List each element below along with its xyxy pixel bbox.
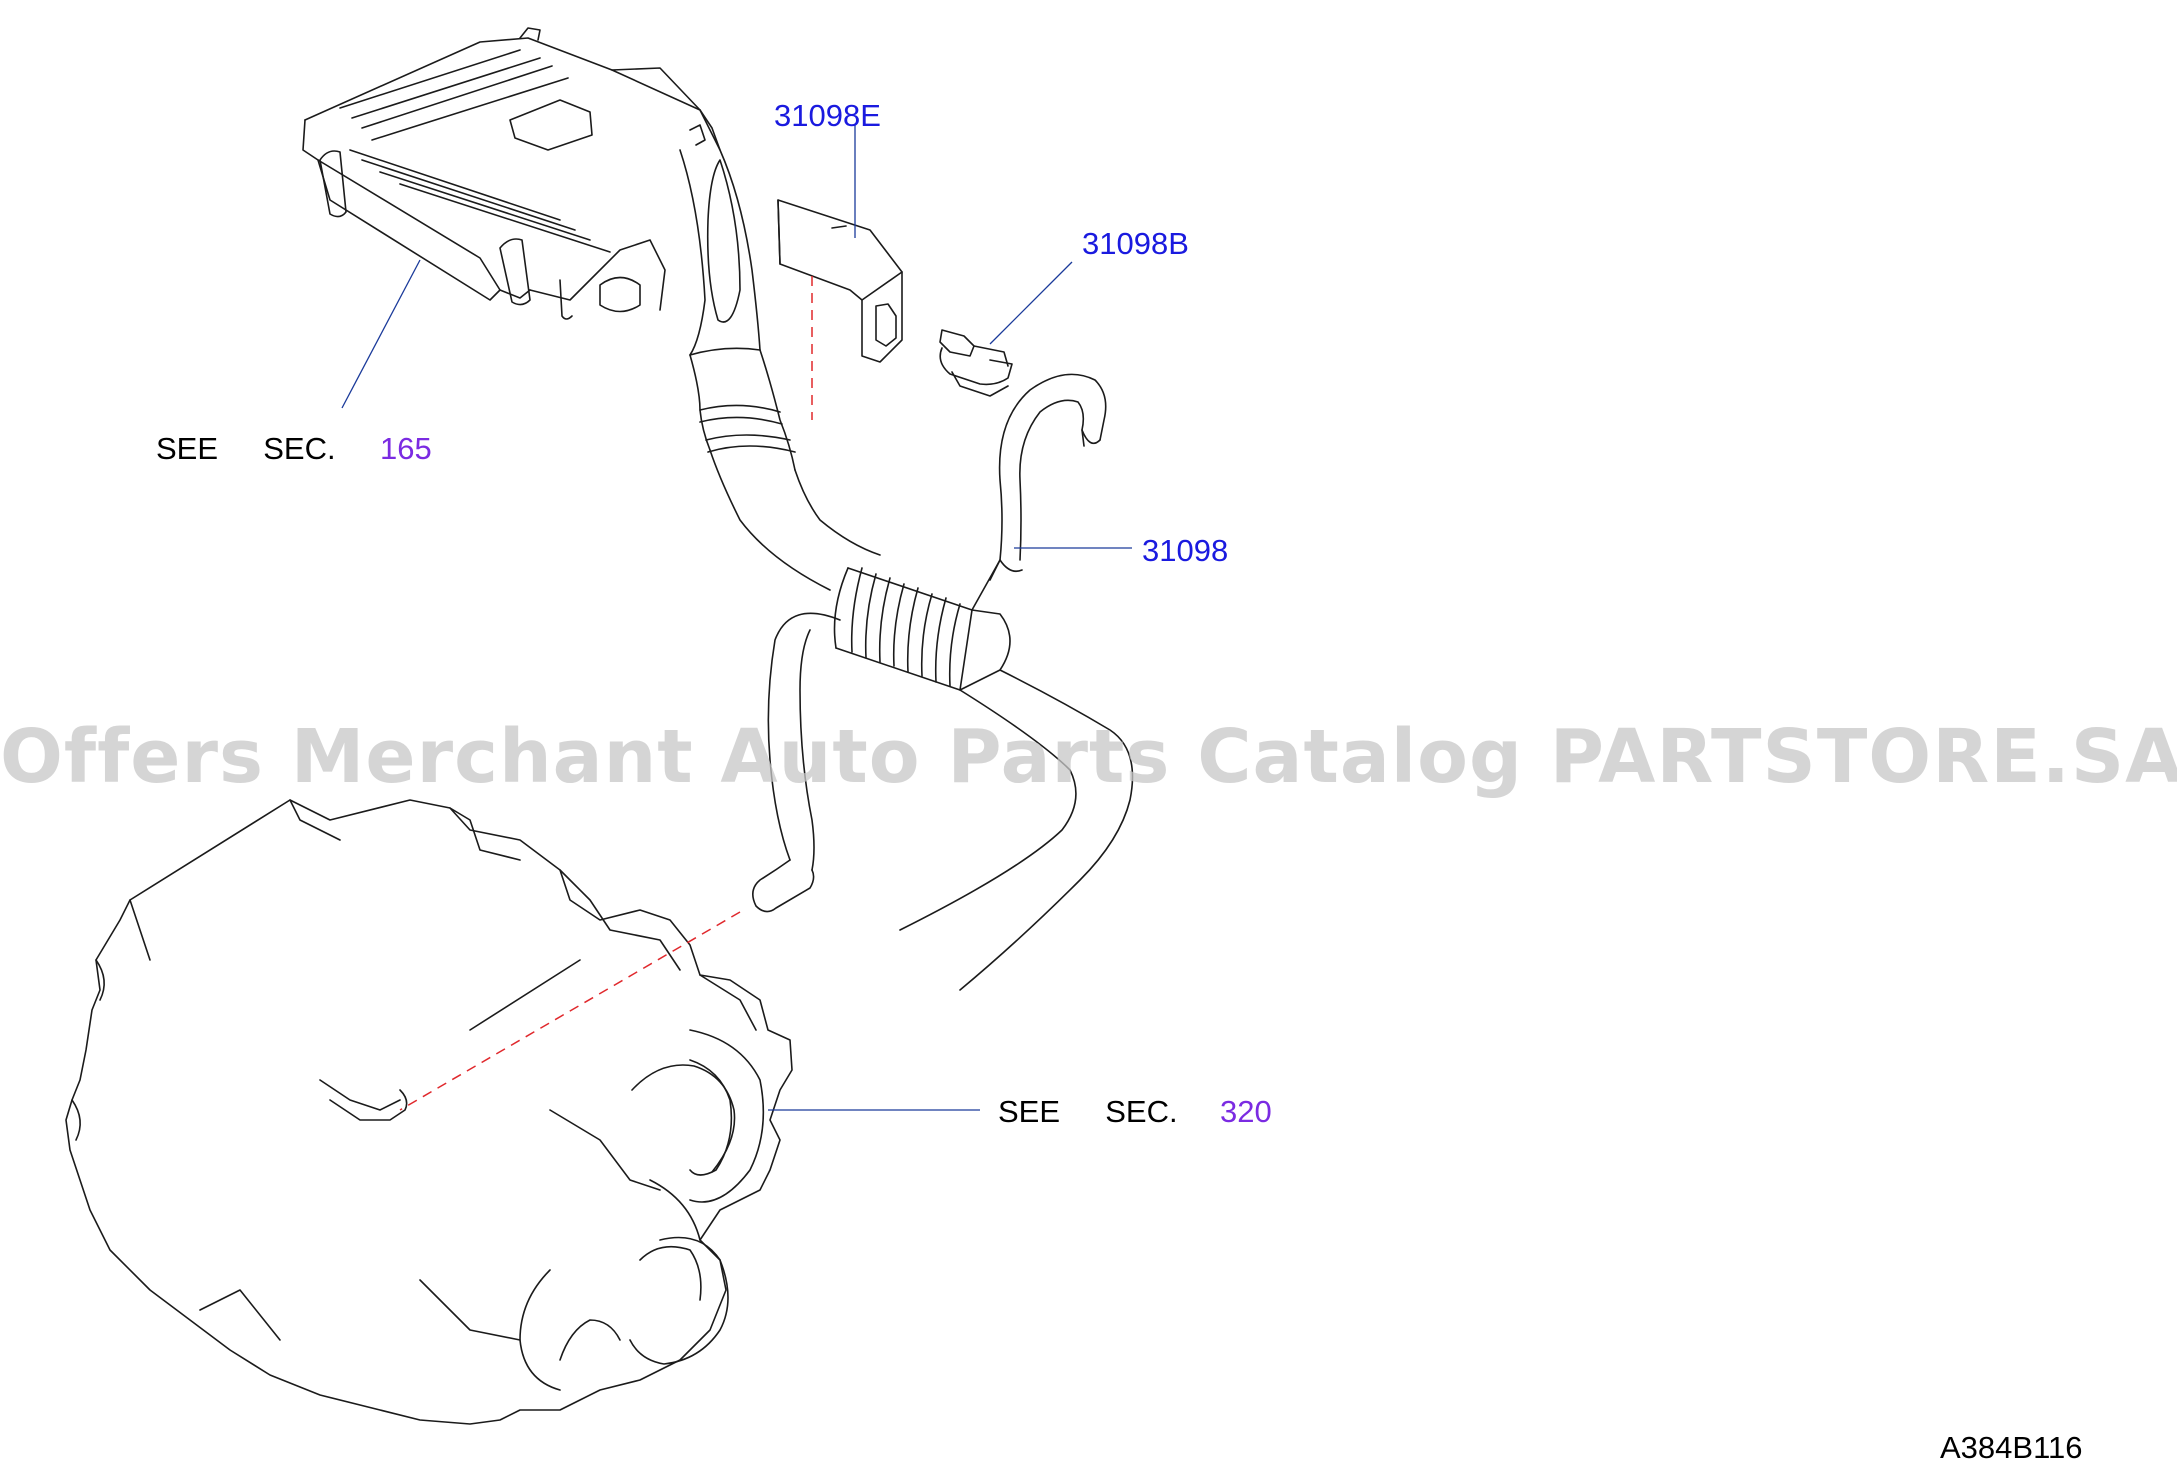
see-section-prefix-165: SEE SEC. bbox=[156, 431, 336, 466]
section-link-165[interactable]: 165 bbox=[380, 431, 432, 466]
clamp-31098b bbox=[939, 329, 1013, 397]
transaxle bbox=[65, 799, 793, 1425]
hose-31098 bbox=[989, 373, 1107, 581]
leader-sec-165 bbox=[341, 259, 421, 409]
figure-id: A384B116 bbox=[1940, 1430, 2083, 1465]
dashed-link-transaxle bbox=[399, 911, 741, 1111]
intake-duct bbox=[689, 347, 881, 591]
corrugated-hose-joint bbox=[833, 559, 1011, 691]
part-number-31098b[interactable]: 31098B bbox=[1082, 226, 1189, 261]
watermark: Offers Merchant Auto Parts Catalog PARTS… bbox=[0, 714, 2177, 800]
bracket-31098e bbox=[777, 199, 903, 363]
part-number-31098[interactable]: 31098 bbox=[1142, 533, 1229, 568]
air-cleaner-housing bbox=[302, 27, 761, 356]
part-number-31098e[interactable]: 31098E bbox=[774, 98, 881, 133]
section-link-320[interactable]: 320 bbox=[1220, 1094, 1272, 1129]
see-section-prefix-320: SEE SEC. bbox=[998, 1094, 1178, 1129]
leader-31098b bbox=[989, 261, 1073, 345]
lower-hose bbox=[752, 612, 1134, 991]
